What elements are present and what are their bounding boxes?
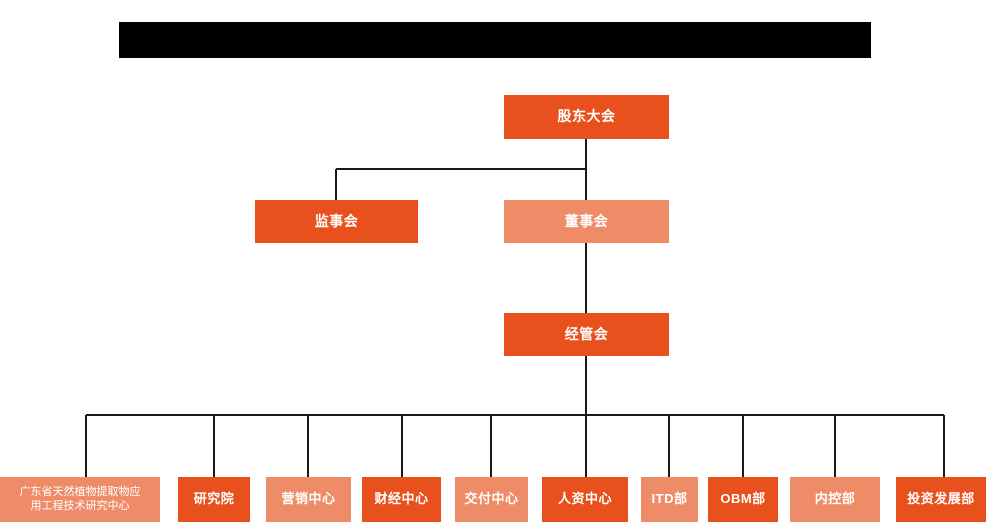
- node-marketing-center[interactable]: 营销中心: [266, 477, 351, 522]
- node-label: 董事会: [564, 212, 609, 229]
- node-label: 财经中心: [374, 491, 429, 507]
- node-label: 交付中心: [464, 491, 519, 507]
- node-label: 股东大会: [557, 108, 616, 125]
- node-internal-control-department[interactable]: 内控部: [790, 477, 880, 522]
- node-label: 内控部: [814, 491, 856, 507]
- node-delivery-center[interactable]: 交付中心: [455, 477, 528, 522]
- node-label: 广东省天然植物提取物应 用工程技术研究中心: [19, 485, 141, 512]
- node-label: ITD部: [651, 491, 688, 507]
- redacted-title-bar: [119, 22, 871, 58]
- node-research-institute[interactable]: 研究院: [178, 477, 250, 522]
- node-label: OBM部: [720, 491, 766, 507]
- node-gd-plant-extract-center[interactable]: 广东省天然植物提取物应 用工程技术研究中心: [0, 477, 160, 522]
- node-board-of-directors[interactable]: 董事会: [504, 200, 669, 243]
- node-itd-department[interactable]: ITD部: [641, 477, 698, 522]
- node-label: 人资中心: [557, 491, 612, 507]
- node-label: 经管会: [564, 325, 609, 342]
- node-management-committee[interactable]: 经管会: [504, 313, 669, 356]
- node-label: 营销中心: [281, 491, 336, 507]
- node-investment-development-department[interactable]: 投资发展部: [896, 477, 986, 522]
- node-obm-department[interactable]: OBM部: [708, 477, 778, 522]
- node-hr-center[interactable]: 人资中心: [542, 477, 628, 522]
- node-label: 投资发展部: [907, 491, 975, 507]
- node-label: 研究院: [193, 491, 235, 507]
- node-shareholders-meeting[interactable]: 股东大会: [504, 95, 669, 139]
- node-finance-center[interactable]: 财经中心: [362, 477, 441, 522]
- node-label: 监事会: [314, 212, 359, 229]
- node-board-of-supervisors[interactable]: 监事会: [255, 200, 418, 243]
